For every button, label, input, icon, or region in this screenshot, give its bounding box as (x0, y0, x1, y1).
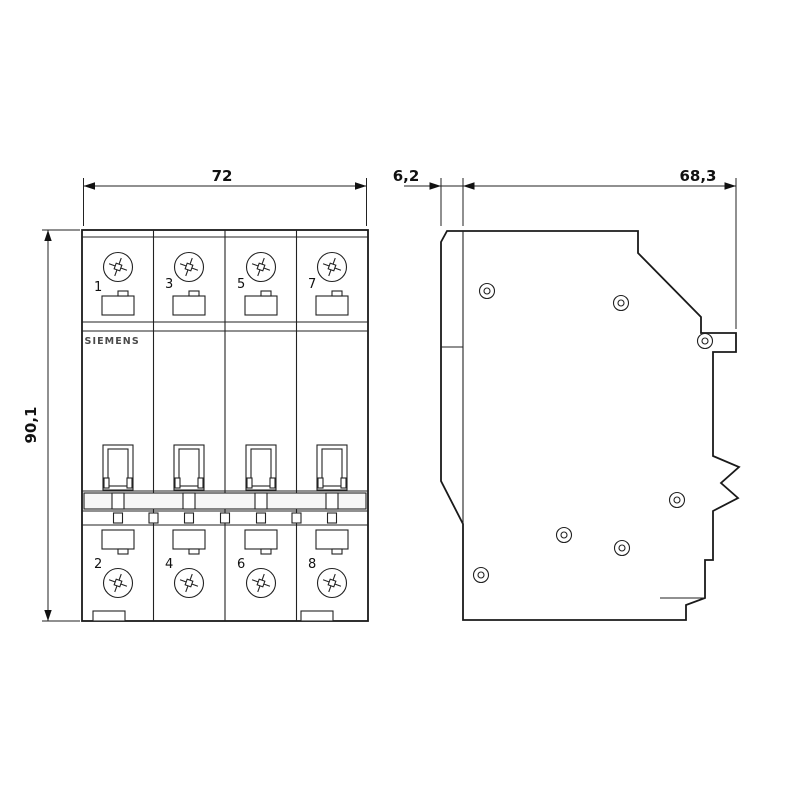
screw-bottom-1 (102, 567, 134, 599)
screw-top-4 (316, 251, 348, 283)
screw-top-2 (173, 251, 205, 283)
brand-label: SIEMENS (85, 336, 140, 347)
front-view: 1 3 5 7 SIEMENS (81, 229, 369, 622)
rivet-6 (613, 539, 631, 557)
pole-label-bottom-4: 8 (308, 557, 316, 572)
rivet-1 (478, 282, 496, 300)
pole-label-top-2: 3 (165, 277, 173, 292)
screw-top-1 (102, 251, 134, 283)
tick-2 (148, 512, 159, 524)
tie-bar-bottom-lines (82, 510, 368, 526)
rivet-5 (555, 526, 573, 544)
rivet-4 (668, 491, 686, 509)
pole-label-top-1: 1 (94, 280, 102, 295)
tick-5 (255, 512, 267, 524)
side-profile-outline (440, 230, 741, 621)
tie-bar-block-3 (254, 492, 268, 510)
screw-bottom-2 (173, 567, 205, 599)
pole-label-top-3: 5 (237, 277, 245, 292)
width-dimension-label: 72 (212, 167, 233, 185)
arrowhead-left (83, 182, 95, 190)
tick-4 (219, 512, 231, 524)
screw-bottom-3 (245, 567, 277, 599)
switch-2 (173, 444, 205, 491)
tick-7 (326, 512, 338, 524)
dimension-width: 72 (83, 167, 367, 226)
switch-4 (316, 444, 348, 491)
dimension-height: 90,1 (22, 229, 80, 622)
arrowhead-bottom (44, 610, 52, 621)
body-depth-dimension-label: 68,3 (679, 167, 716, 185)
switch-3 (245, 444, 277, 491)
arrowhead-front-depth-left (429, 182, 441, 190)
pole-dividers (152, 230, 298, 621)
front-depth-extension-lines (440, 178, 464, 226)
rivet-2 (612, 294, 630, 312)
arrowhead-right (355, 182, 367, 190)
dimension-front-depth: 6,2 (393, 167, 464, 226)
front-depth-dimension-label: 6,2 (393, 167, 420, 185)
tie-bar-block-4 (325, 492, 339, 510)
pole-label-top-4: 7 (308, 277, 316, 292)
dimension-body-depth: 68,3 (463, 167, 737, 329)
tie-bar-block-1 (111, 492, 125, 510)
tick-3 (183, 512, 195, 524)
tie-bar (83, 492, 367, 510)
pole-label-bottom-1: 2 (94, 557, 102, 572)
tie-bar-block-2 (182, 492, 196, 510)
arrowhead-body-depth-right (724, 182, 736, 190)
din-foot-right (300, 610, 334, 622)
tick-1 (112, 512, 124, 524)
rivet-3 (696, 332, 714, 350)
height-dimension-label: 90,1 (22, 406, 40, 443)
screw-top-3 (245, 251, 277, 283)
arrowhead-body-depth-left (463, 182, 475, 190)
width-extension-lines (83, 178, 367, 226)
switch-1 (102, 444, 134, 491)
din-foot-left (92, 610, 126, 622)
screw-bottom-4 (316, 567, 348, 599)
rivet-7 (472, 566, 490, 584)
arrowhead-top (44, 230, 52, 241)
pole-label-bottom-2: 4 (165, 557, 173, 572)
cover-band-lines (82, 321, 368, 332)
side-view (440, 230, 741, 621)
tick-6 (291, 512, 302, 524)
pole-label-bottom-3: 6 (237, 557, 245, 572)
